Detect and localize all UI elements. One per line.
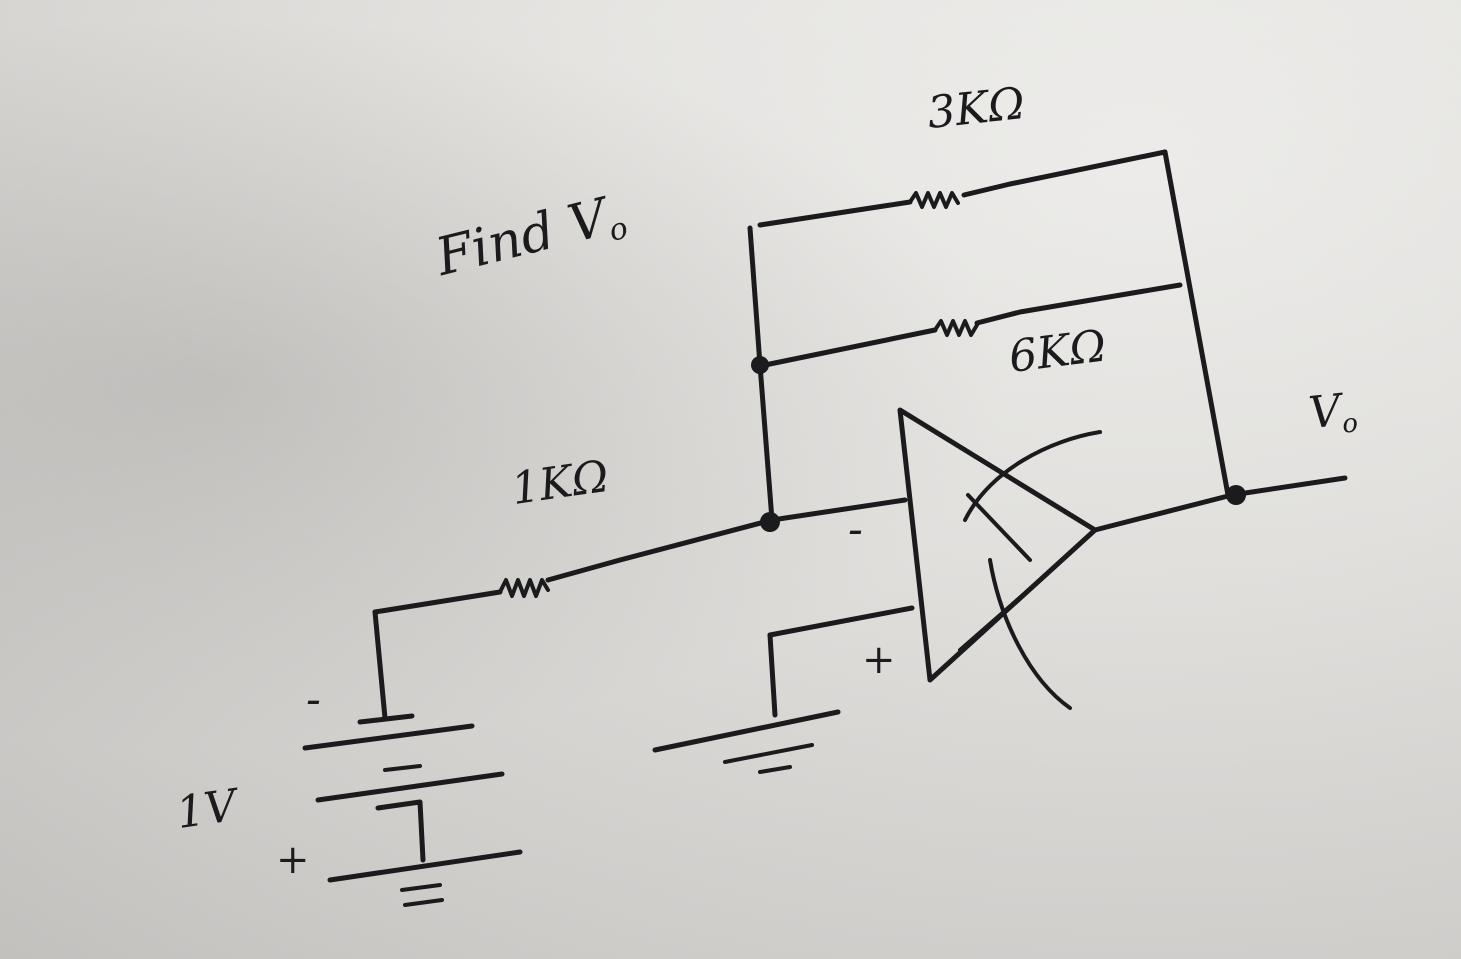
non-inverting-input-sign: + — [862, 637, 896, 683]
junction-dot-inverting — [760, 512, 780, 532]
op-amp-triangle — [897, 407, 1348, 683]
inverting-input-sign: - — [848, 504, 863, 555]
feedback-resistor-6k-branch — [762, 282, 1183, 368]
output-voltage-subscript: o — [1340, 408, 1360, 440]
feedback-resistor-3k-branch — [757, 149, 1231, 498]
battery-source — [302, 609, 523, 907]
junction-dots — [751, 356, 1246, 532]
resistor-1k-label: 1KΩ — [508, 450, 612, 515]
resistor-3k-label: 3KΩ — [924, 78, 1028, 139]
non-inverting-ground-wire — [652, 605, 915, 774]
inverting-node-wire — [747, 225, 775, 523]
output-voltage-text: V — [1306, 384, 1344, 440]
source-voltage-label: 1V — [173, 780, 240, 839]
resistor-6k-label: 6KΩ — [1006, 320, 1109, 383]
junction-dot-output — [1226, 485, 1246, 505]
op-amp-cross-mark — [958, 430, 1102, 710]
input-resistor-1k — [372, 497, 908, 615]
battery-positive-sign: + — [276, 837, 310, 883]
junction-dot-feedback — [751, 356, 769, 374]
output-voltage-label: Vo — [1306, 384, 1360, 441]
battery-negative-sign: - — [306, 674, 321, 725]
